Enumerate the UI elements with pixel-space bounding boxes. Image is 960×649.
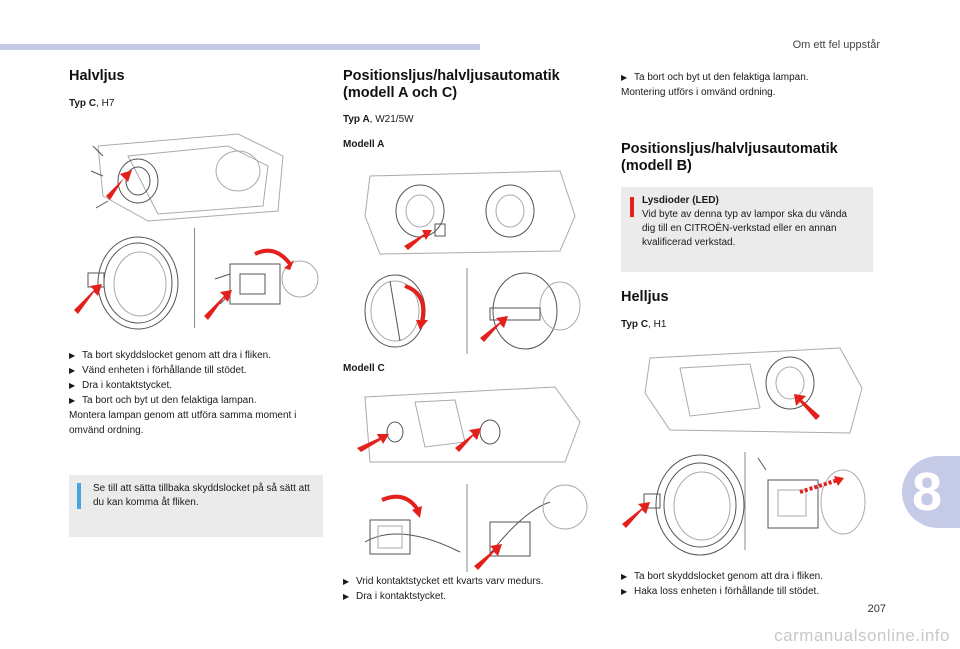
arrow-bullet-icon: ▶ — [621, 572, 628, 581]
reassembly-text: Montera lampan genom att utföra samma mo… — [69, 410, 297, 436]
red-arrow-icon — [455, 428, 481, 452]
headlamp-helljus-illustration — [640, 338, 865, 438]
helljus-steps: ▶Ta bort skyddslocket genom att dra i fl… — [621, 569, 881, 599]
step-2: ▶Dra i kontaktstycket. — [343, 591, 447, 602]
red-arrow-icon — [74, 284, 102, 314]
model-c-steps: ▶Vrid kontaktstycket ett kvarts varv med… — [343, 574, 603, 604]
helljus-title: Helljus — [621, 289, 669, 305]
headlamp-illustration-1 — [88, 126, 288, 226]
model-a-label: Modell A — [343, 139, 385, 150]
warning-note: Lysdioder (LED) Vid byte av denna typ av… — [621, 187, 873, 272]
page-number: 207 — [867, 603, 886, 615]
type-value: , W21/5W — [369, 114, 414, 125]
step-2: ▶Vänd enheten i förhållande till stödet. — [69, 365, 247, 376]
halvljus-title: Halvljus — [69, 68, 125, 84]
arrow-bullet-icon: ▶ — [69, 381, 76, 390]
divider — [194, 228, 195, 328]
red-arrow-icon — [412, 506, 422, 518]
step-3: ▶Dra i kontaktstycket. — [69, 380, 173, 391]
step-1: ▶Ta bort skyddslocket genom att dra i fl… — [621, 571, 823, 582]
cover-removal-illustration — [68, 228, 180, 338]
red-arrow-icon — [284, 260, 294, 270]
warning-icon — [630, 197, 634, 217]
headlamp-model-a-illustration — [360, 166, 580, 258]
position-light-title-b: Positionsljus/halvljusautomatik (modell … — [621, 141, 838, 174]
arrow-bullet-icon: ▶ — [69, 396, 76, 405]
warning-text: Vid byte av denna typ av lampor ska du v… — [642, 209, 847, 248]
section-header: Om ett fel uppstår — [792, 39, 880, 51]
red-arrow-icon — [404, 230, 432, 250]
info-note-text: Se till att sätta tillbaka skyddslocket … — [93, 483, 310, 508]
type-label: Typ C — [69, 98, 97, 109]
halvljus-steps: ▶Ta bort skyddslocket genom att dra i fl… — [69, 348, 324, 438]
step-4: ▶Ta bort och byt ut den felaktiga lampan… — [69, 395, 257, 406]
warning-title: Lysdioder (LED) — [642, 195, 719, 206]
model-a-steps-illustration — [360, 266, 590, 356]
red-arrow-icon — [794, 394, 820, 420]
col3-top-text: ▶Ta bort och byt ut den felaktiga lampan… — [621, 70, 876, 100]
type-value: , H7 — [96, 98, 115, 109]
red-arrow-icon — [106, 170, 132, 200]
arrow-bullet-icon: ▶ — [69, 351, 76, 360]
red-arrow-icon — [357, 434, 389, 452]
watermark: carmanualsonline.info — [774, 626, 950, 645]
info-icon — [77, 483, 81, 509]
red-arrow-icon — [474, 544, 502, 570]
reassembly-text: Montering utförs i omvänd ordning. — [621, 87, 776, 98]
headlamp-model-c-illustration — [355, 382, 585, 467]
type-value: , H1 — [648, 319, 667, 330]
step-1: ▶Ta bort och byt ut den felaktiga lampan… — [621, 72, 809, 83]
helljus-type: Typ C, H1 — [621, 318, 666, 332]
type-label: Typ C — [621, 319, 649, 330]
bulb-unit-illustration — [200, 234, 320, 334]
arrow-bullet-icon: ▶ — [69, 366, 76, 375]
arrow-bullet-icon: ▶ — [343, 577, 350, 586]
helljus-steps-illustration — [618, 450, 868, 560]
model-c-label: Modell C — [343, 363, 385, 374]
arrow-bullet-icon: ▶ — [621, 73, 628, 82]
arrow-bullet-icon: ▶ — [621, 587, 628, 596]
red-arrow-icon — [834, 476, 844, 486]
halvljus-type: Typ C, H7 — [69, 97, 114, 111]
red-arrow-icon — [480, 316, 508, 342]
red-arrow-icon — [204, 290, 232, 320]
type-label: Typ A — [343, 114, 370, 125]
chapter-number: 8 — [912, 462, 943, 522]
step-1: ▶Ta bort skyddslocket genom att dra i fl… — [69, 350, 271, 361]
step-2: ▶Haka loss enheten i förhållande till st… — [621, 586, 820, 597]
step-1: ▶Vrid kontaktstycket ett kvarts varv med… — [343, 576, 544, 587]
position-light-type: Typ A, W21/5W — [343, 113, 414, 127]
top-accent-bar — [0, 44, 480, 50]
red-arrow-icon — [622, 502, 650, 528]
chapter-tab: 8 — [902, 456, 960, 528]
info-note: Se till att sätta tillbaka skyddslocket … — [69, 475, 323, 537]
arrow-bullet-icon: ▶ — [343, 592, 350, 601]
position-light-title-ac: Positionsljus/halvljusautomatik (modell … — [343, 68, 560, 101]
model-c-steps-illustration — [360, 482, 595, 574]
red-arrow-icon — [416, 320, 428, 330]
